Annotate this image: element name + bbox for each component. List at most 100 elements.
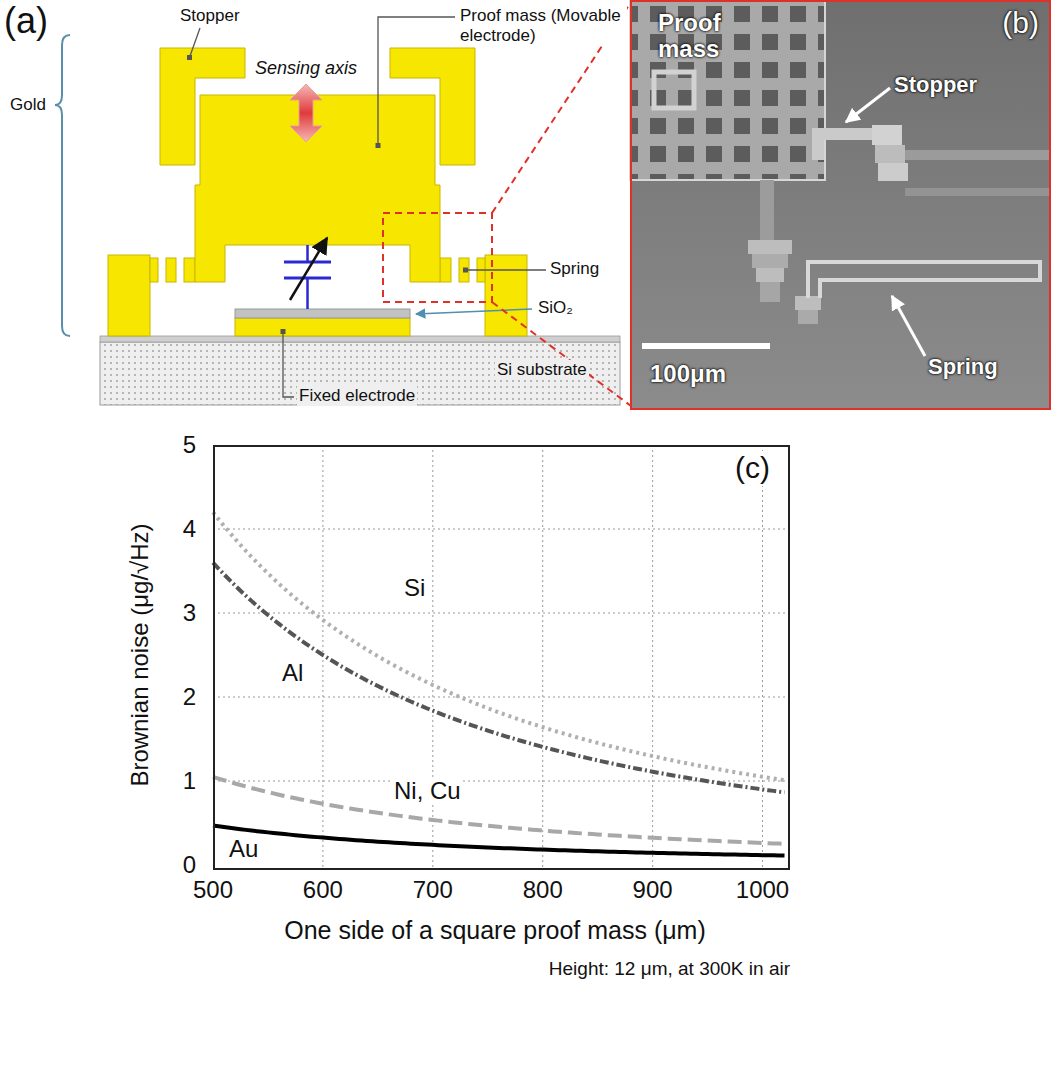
- tick-label: 1: [183, 767, 196, 795]
- leader-line: [378, 17, 455, 145]
- stopper: [160, 48, 245, 165]
- sem-panel: (b) Proof massStopperSpring 100μm: [630, 0, 1051, 410]
- grid-line: [432, 445, 433, 870]
- spring-beam: [166, 258, 176, 282]
- series-label: Si: [402, 574, 427, 602]
- tick-label: 600: [303, 876, 343, 904]
- panel-letter: (b): [1002, 6, 1039, 41]
- spring-beam: [150, 258, 158, 282]
- leader-dot: [281, 329, 286, 334]
- noise-curve: [213, 512, 785, 780]
- gold-bracket: [55, 35, 70, 336]
- zoom-line: [492, 302, 631, 406]
- sem-step: [760, 282, 780, 302]
- pointer-arrow: [846, 88, 890, 122]
- axis-title: One side of a square proof mass (μm): [284, 916, 706, 945]
- grid-line: [213, 697, 790, 698]
- tick-label: 800: [523, 876, 563, 904]
- si-substrate: [100, 342, 620, 405]
- grid-line: [652, 445, 653, 870]
- tick-label: 3: [183, 599, 196, 627]
- grid-line: [322, 445, 323, 870]
- part-label: Fixed electrode: [297, 386, 417, 406]
- sio2-layer: [235, 309, 410, 318]
- grid-line: [213, 529, 790, 530]
- axis-label: Sensing axis: [253, 58, 359, 79]
- capacitor-plate: [284, 261, 331, 264]
- noise-curve: [213, 826, 785, 856]
- sem-track: [905, 150, 1051, 160]
- capacitor-plate: [284, 277, 331, 280]
- panel-letter: (a): [4, 0, 48, 41]
- tick-label: 700: [413, 876, 453, 904]
- sem-stopper: [812, 128, 880, 160]
- zoom-box: [383, 213, 492, 302]
- series-label: Au: [227, 836, 260, 862]
- spring-beam: [184, 258, 195, 282]
- sem-step: [872, 125, 902, 145]
- sem-step: [748, 240, 792, 254]
- capacitor-symbol: [284, 238, 331, 309]
- panel-letter: (c): [733, 451, 772, 486]
- tick-label: 500: [193, 876, 233, 904]
- proof-mass-grid: [630, 0, 825, 180]
- part-label: Stopper: [180, 6, 240, 26]
- spring-beam: [440, 258, 451, 282]
- sem-image: [630, 0, 1051, 410]
- noise-curve: [213, 563, 785, 793]
- anchor: [108, 255, 150, 336]
- sem-step: [752, 254, 788, 268]
- leader-line: [468, 269, 546, 270]
- tick-label: 2: [183, 683, 196, 711]
- fixed-electrode: [235, 318, 410, 336]
- tick-label: 900: [633, 876, 673, 904]
- chart-note: Height: 12 μm, at 300K in air: [549, 958, 790, 980]
- spring-beam: [459, 258, 469, 282]
- series-label: Al: [280, 659, 305, 687]
- cross-section: [55, 2, 631, 406]
- tick-label: 1000: [736, 876, 789, 904]
- pointer-arrow: [892, 296, 925, 356]
- variable-arrow: [290, 238, 327, 300]
- leader-arrow: [416, 309, 532, 314]
- sem-step: [878, 163, 908, 181]
- sem-step: [798, 310, 818, 324]
- series-label: Ni, Cu: [392, 777, 463, 805]
- image-label: Stopper: [894, 72, 977, 97]
- leader-dot: [376, 143, 381, 148]
- leader-line: [190, 28, 200, 56]
- image-label: Spring: [928, 354, 998, 379]
- image-label: Proof mass: [658, 10, 768, 63]
- axis-title: Brownian noise (μg/√Hz): [126, 523, 154, 786]
- sem-beam: [760, 180, 774, 240]
- tick-label: 4: [183, 515, 196, 543]
- scale-label: 100μm: [650, 360, 726, 388]
- scale-bar: [642, 343, 770, 349]
- sem-step: [875, 145, 905, 163]
- capacitor-lead: [306, 278, 309, 309]
- leader-dot: [463, 268, 468, 273]
- tick-label: 0: [183, 851, 196, 879]
- tick-label: 5: [183, 431, 196, 459]
- plot-frame: (c) SiAlNi, Cu Au: [213, 445, 790, 870]
- stopper: [390, 48, 475, 165]
- part-label: Si substrate: [495, 360, 589, 380]
- sem-ground: [630, 0, 1051, 410]
- part-label: Gold: [10, 95, 46, 115]
- sem-spring: [808, 262, 1040, 298]
- sensing-axis-arrow: [290, 84, 322, 142]
- grid-line: [213, 613, 790, 614]
- grid-line: [762, 445, 763, 870]
- part-label: SiO₂: [536, 298, 575, 318]
- grid-line: [542, 445, 543, 870]
- sem-step: [795, 296, 821, 310]
- grid-frame: [654, 72, 694, 108]
- leader-dot: [187, 55, 192, 60]
- part-label: Proof mass (Movable electrode): [458, 6, 627, 45]
- capacitor-lead: [306, 245, 309, 262]
- leader-line: [283, 332, 294, 397]
- sem-track: [905, 188, 1051, 196]
